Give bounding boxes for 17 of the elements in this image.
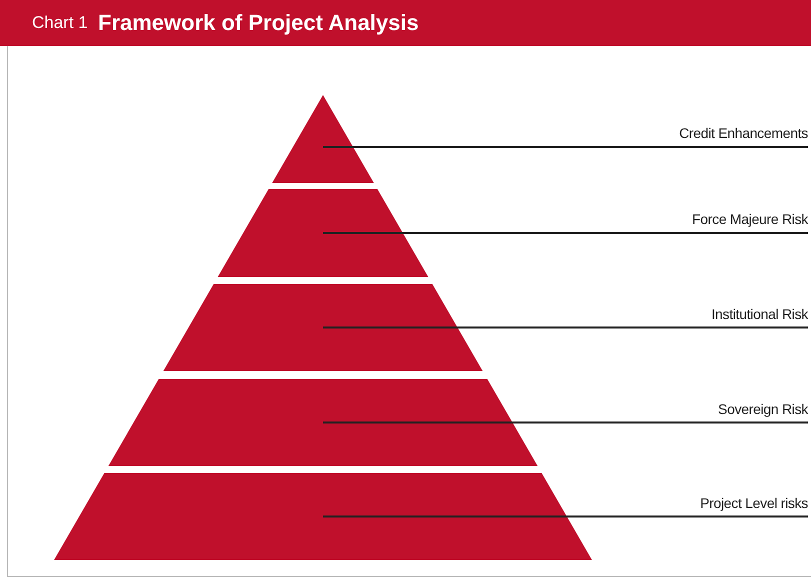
leader-line xyxy=(323,422,808,424)
leader-line xyxy=(323,516,808,518)
layer-label: Project Level risks xyxy=(700,494,808,510)
pyramid-layer xyxy=(54,473,592,560)
pyramid-layer xyxy=(218,189,428,277)
leader-line xyxy=(323,146,808,148)
layer-label: Sovereign Risk xyxy=(718,400,808,416)
layer-label: Institutional Risk xyxy=(711,306,808,322)
layer-label: Credit Enhancements xyxy=(679,125,808,141)
leader-line xyxy=(323,232,808,234)
chart-title: Framework of Project Analysis xyxy=(98,10,419,36)
pyramid-layer xyxy=(108,379,538,466)
leader-line xyxy=(323,326,808,328)
pyramid-layer xyxy=(272,95,374,183)
chart-number: Chart 1 xyxy=(32,13,88,33)
pyramid-layer xyxy=(163,284,483,371)
layer-label: Force Majeure Risk xyxy=(692,211,808,227)
